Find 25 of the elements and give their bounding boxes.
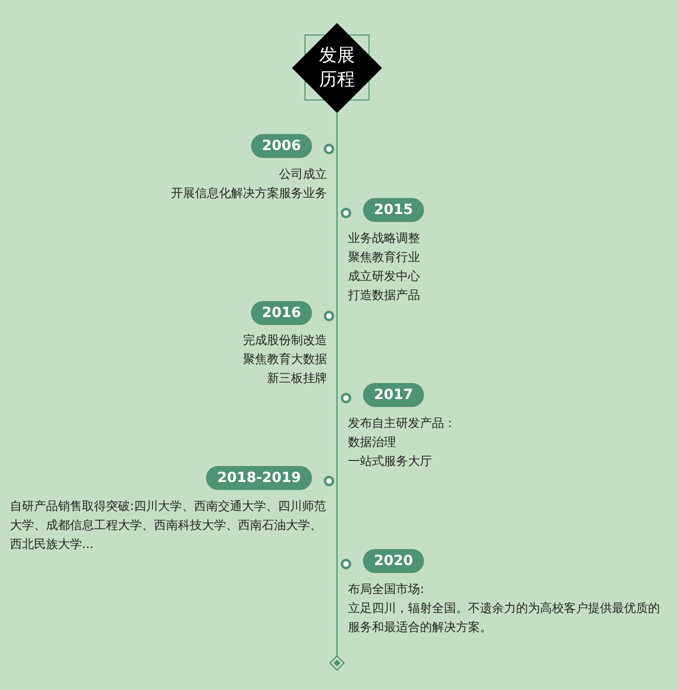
event-description: 立足四川，辐射全国。不遗余力的为高校客户提供最优质的服务和最适合的解决方案。 (348, 600, 661, 636)
event-description: 公司成立 (278, 166, 327, 183)
event-description: 业务战略调整 (348, 230, 421, 247)
event-description: 布局全国市场: (348, 581, 426, 598)
year-badge: 2016 (251, 301, 312, 325)
year-badge: 2017 (363, 383, 424, 407)
event-description: 数据治理 (348, 434, 397, 451)
event-description: 新三板挂牌 (266, 370, 327, 387)
event-description: 成立研发中心 (348, 268, 421, 285)
event-description: 发布自主研发产品： (348, 415, 457, 432)
title-text: 发展历程 (318, 44, 356, 92)
event-description: 开展信息化解决方案服务业务 (171, 185, 327, 202)
year-badge: 2018-2019 (206, 466, 312, 490)
year-badge: 2015 (363, 198, 424, 222)
event-description: 聚焦教育大数据 (243, 351, 327, 368)
event-description: 一站式服务大厅 (348, 453, 433, 470)
event-description: 聚焦教育行业 (348, 249, 421, 266)
title-diamond (292, 23, 382, 113)
event-description: 自研产品销售取得突破:四川大学、西南交通大学、四川师范大学、成都信息工程大学、西南科技大学、西南石油大学、西北民族大学... (10, 498, 327, 553)
event-description: 打造数据产品 (348, 287, 421, 304)
end-diamond (329, 655, 345, 671)
event-description: 完成股份制改造 (243, 332, 327, 349)
year-badge: 2006 (251, 134, 312, 158)
year-badge: 2020 (363, 549, 424, 573)
timeline-line (336, 113, 338, 656)
